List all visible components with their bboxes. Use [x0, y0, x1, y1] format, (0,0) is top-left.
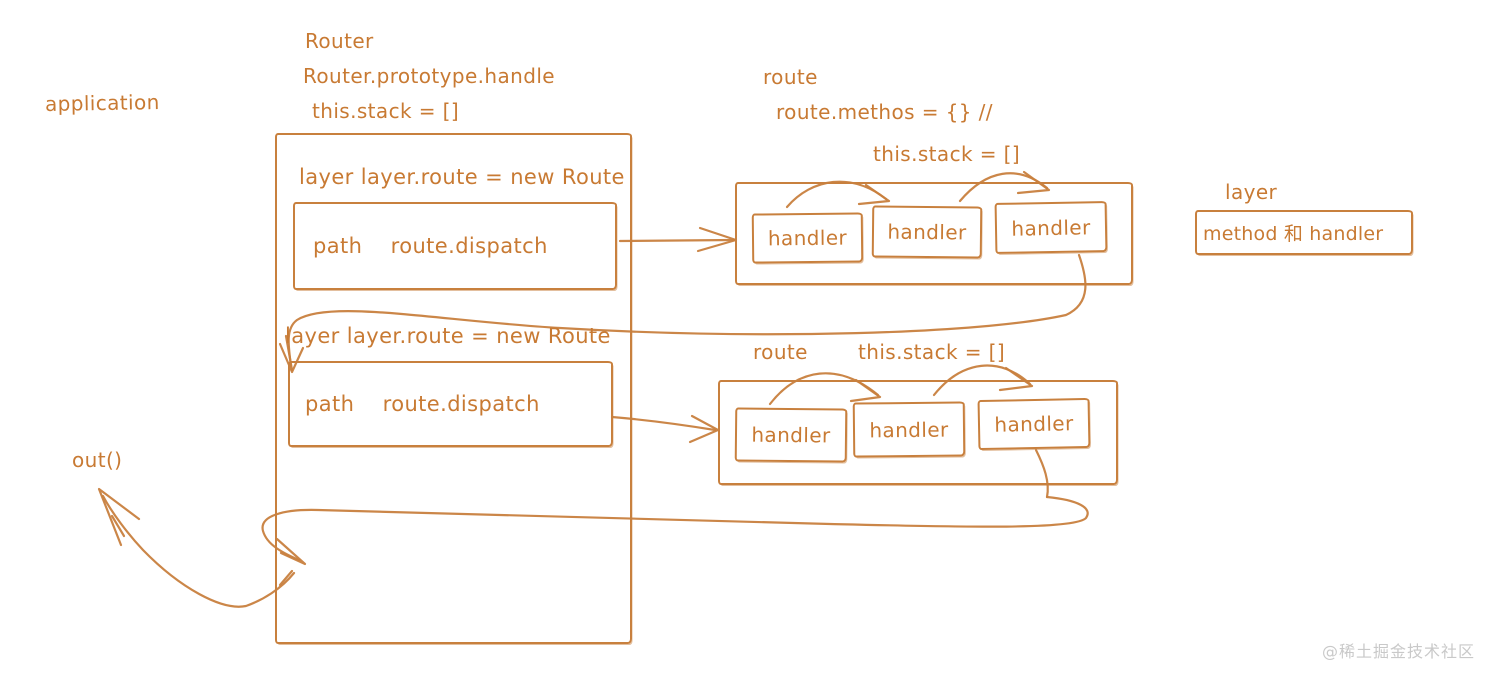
out-label: out() — [72, 448, 123, 472]
route2-title: route — [753, 340, 808, 364]
route2-stack-label: this.stack = [] — [858, 340, 1006, 364]
router-prototype-handle-label: Router.prototype.handle — [303, 64, 555, 88]
layer-detail-title: layer — [1225, 180, 1278, 204]
arrow-to-out-head2 — [110, 514, 126, 538]
arrow-to-out — [101, 494, 296, 608]
arrow-path1-to-route1 — [618, 238, 736, 243]
route1-methods-label: route.methos = {} // — [776, 100, 993, 124]
handler-box: handler — [852, 401, 966, 458]
route2-stack-box — [718, 380, 1118, 485]
path-dispatch-1-label: path route.dispatch — [313, 234, 548, 258]
router-title: Router — [305, 29, 374, 53]
router-stack-label: this.stack = [] — [312, 99, 460, 123]
router-box — [275, 133, 632, 644]
arrow-to-out-head — [97, 487, 141, 547]
path-box-1 — [293, 202, 617, 290]
layer-detail-box: method 和 handler — [1195, 210, 1413, 255]
arrow-path1-to-route1-head — [696, 226, 738, 253]
handler-box: handler — [734, 407, 848, 463]
handler-box: handler — [977, 397, 1091, 451]
layer-row-2-label: layer layer.route = new Route — [285, 324, 611, 348]
handler-box: handler — [994, 201, 1108, 254]
arrow-path2-to-route2-head — [688, 414, 720, 444]
handler-box: handler — [871, 205, 983, 259]
path-dispatch-2-label: path route.dispatch — [305, 392, 540, 416]
route1-stack-box — [735, 182, 1133, 285]
handler-box: handler — [751, 212, 864, 264]
route1-stack-label: this.stack = [] — [873, 142, 1021, 166]
watermark: @稀土掘金技术社区 — [1322, 642, 1476, 661]
path-box-2 — [288, 361, 613, 447]
application-label: application — [44, 90, 160, 116]
layer-row-1-label: layer layer.route = new Route — [299, 165, 625, 189]
route1-title: route — [763, 65, 818, 89]
